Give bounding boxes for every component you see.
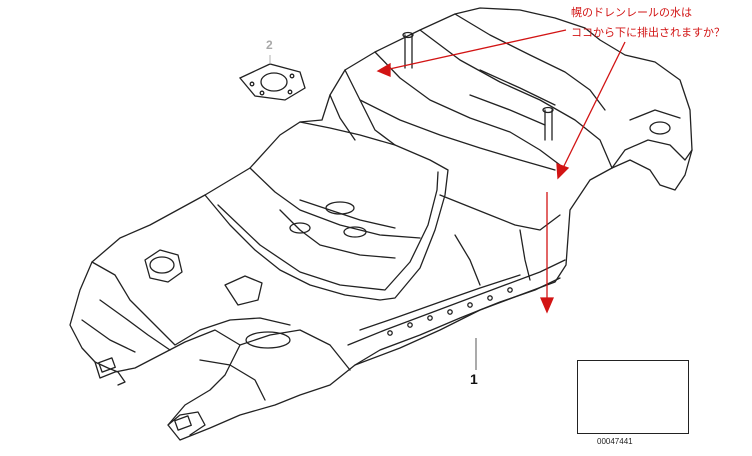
arrow-to-left-drain: [384, 29, 567, 71]
thumbnail-code: 00047441: [597, 437, 633, 446]
callout-text-line2: ココから下に排出されますか？: [571, 26, 725, 39]
gasket-part: [238, 63, 306, 101]
callout-text-line1: 幌のドレンレールの水は: [571, 6, 692, 19]
body-shell: [69, 7, 693, 441]
part-label-gasket: 2: [266, 38, 273, 52]
annotation-arrows: [376, 29, 626, 314]
part-label-body: 1: [470, 371, 478, 387]
leader-lines: [269, 55, 477, 370]
arrow-to-right-drain: [561, 41, 626, 171]
thumbnail-frame: [577, 360, 689, 434]
